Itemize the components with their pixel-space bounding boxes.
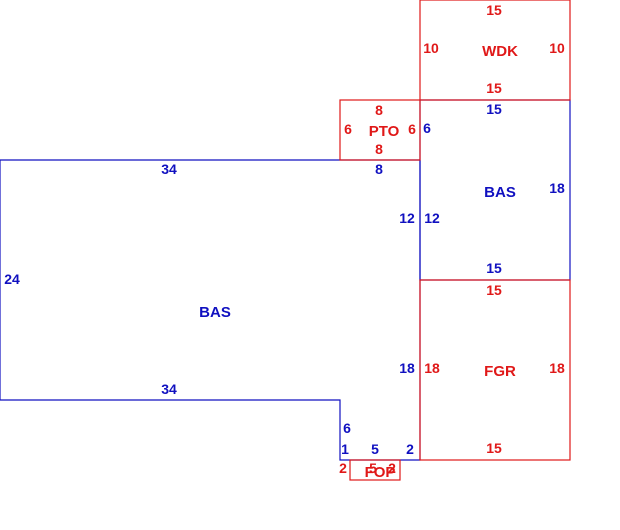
wdk-area-code: WDK xyxy=(482,43,518,60)
fop-outline xyxy=(349,459,401,481)
pto-right-dim: 6 xyxy=(408,121,416,137)
bas-main-right-lower-dim: 18 xyxy=(399,360,415,376)
wdk-outline xyxy=(419,0,571,101)
bas-upper-area-code: BAS xyxy=(484,184,516,201)
wdk-left-dim: 10 xyxy=(423,40,439,56)
bas-main-notch-v2-dim: 1 xyxy=(341,441,349,457)
bas-main-notch-v-dim: 6 xyxy=(343,420,351,436)
bas-upper-top-dim: 15 xyxy=(486,101,502,117)
pto-bottom-dim: 8 xyxy=(375,141,383,157)
fgr-area-code: FGR xyxy=(484,363,516,380)
bas-main-bottom-dim: 34 xyxy=(161,381,177,397)
fop-middle-dim: 5 xyxy=(369,460,377,476)
pto-top-dim: 8 xyxy=(375,102,383,118)
fgr-left-dim: 18 xyxy=(424,360,440,376)
fop-right-dim: 2 xyxy=(388,460,396,476)
pto-area-code: PTO xyxy=(369,123,400,140)
bas-upper-left-top-dim: 6 xyxy=(423,120,431,136)
fgr-bottom-dim: 15 xyxy=(486,440,502,456)
fop-left-dim: 2 xyxy=(339,460,347,476)
wdk-top-dim: 15 xyxy=(486,2,502,18)
pto-outline xyxy=(339,99,421,161)
bas-upper-right-dim: 18 xyxy=(549,180,565,196)
bas-main-right-upper-dim: 12 xyxy=(399,210,415,226)
bas-upper-bottom-dim: 15 xyxy=(486,260,502,276)
bas-upper-left-mid-dim: 12 xyxy=(424,210,440,226)
bas-main-notch-h-dim: 5 xyxy=(371,441,379,457)
bas-main-area-code: BAS xyxy=(199,304,231,321)
fop-area-code: FOP xyxy=(365,464,396,481)
bas-main-left-dim: 24 xyxy=(4,271,20,287)
fgr-right-dim: 18 xyxy=(549,360,565,376)
bas-main-top-step-dim: 8 xyxy=(375,161,383,177)
bas-main-notch-v3-dim: 2 xyxy=(406,441,414,457)
pto-left-dim: 6 xyxy=(344,121,352,137)
bas-main-top-dim: 34 xyxy=(161,161,177,177)
wdk-bottom-dim: 15 xyxy=(486,80,502,96)
fgr-outline xyxy=(419,279,571,461)
fgr-top-dim: 15 xyxy=(486,282,502,298)
wdk-right-dim: 10 xyxy=(549,40,565,56)
